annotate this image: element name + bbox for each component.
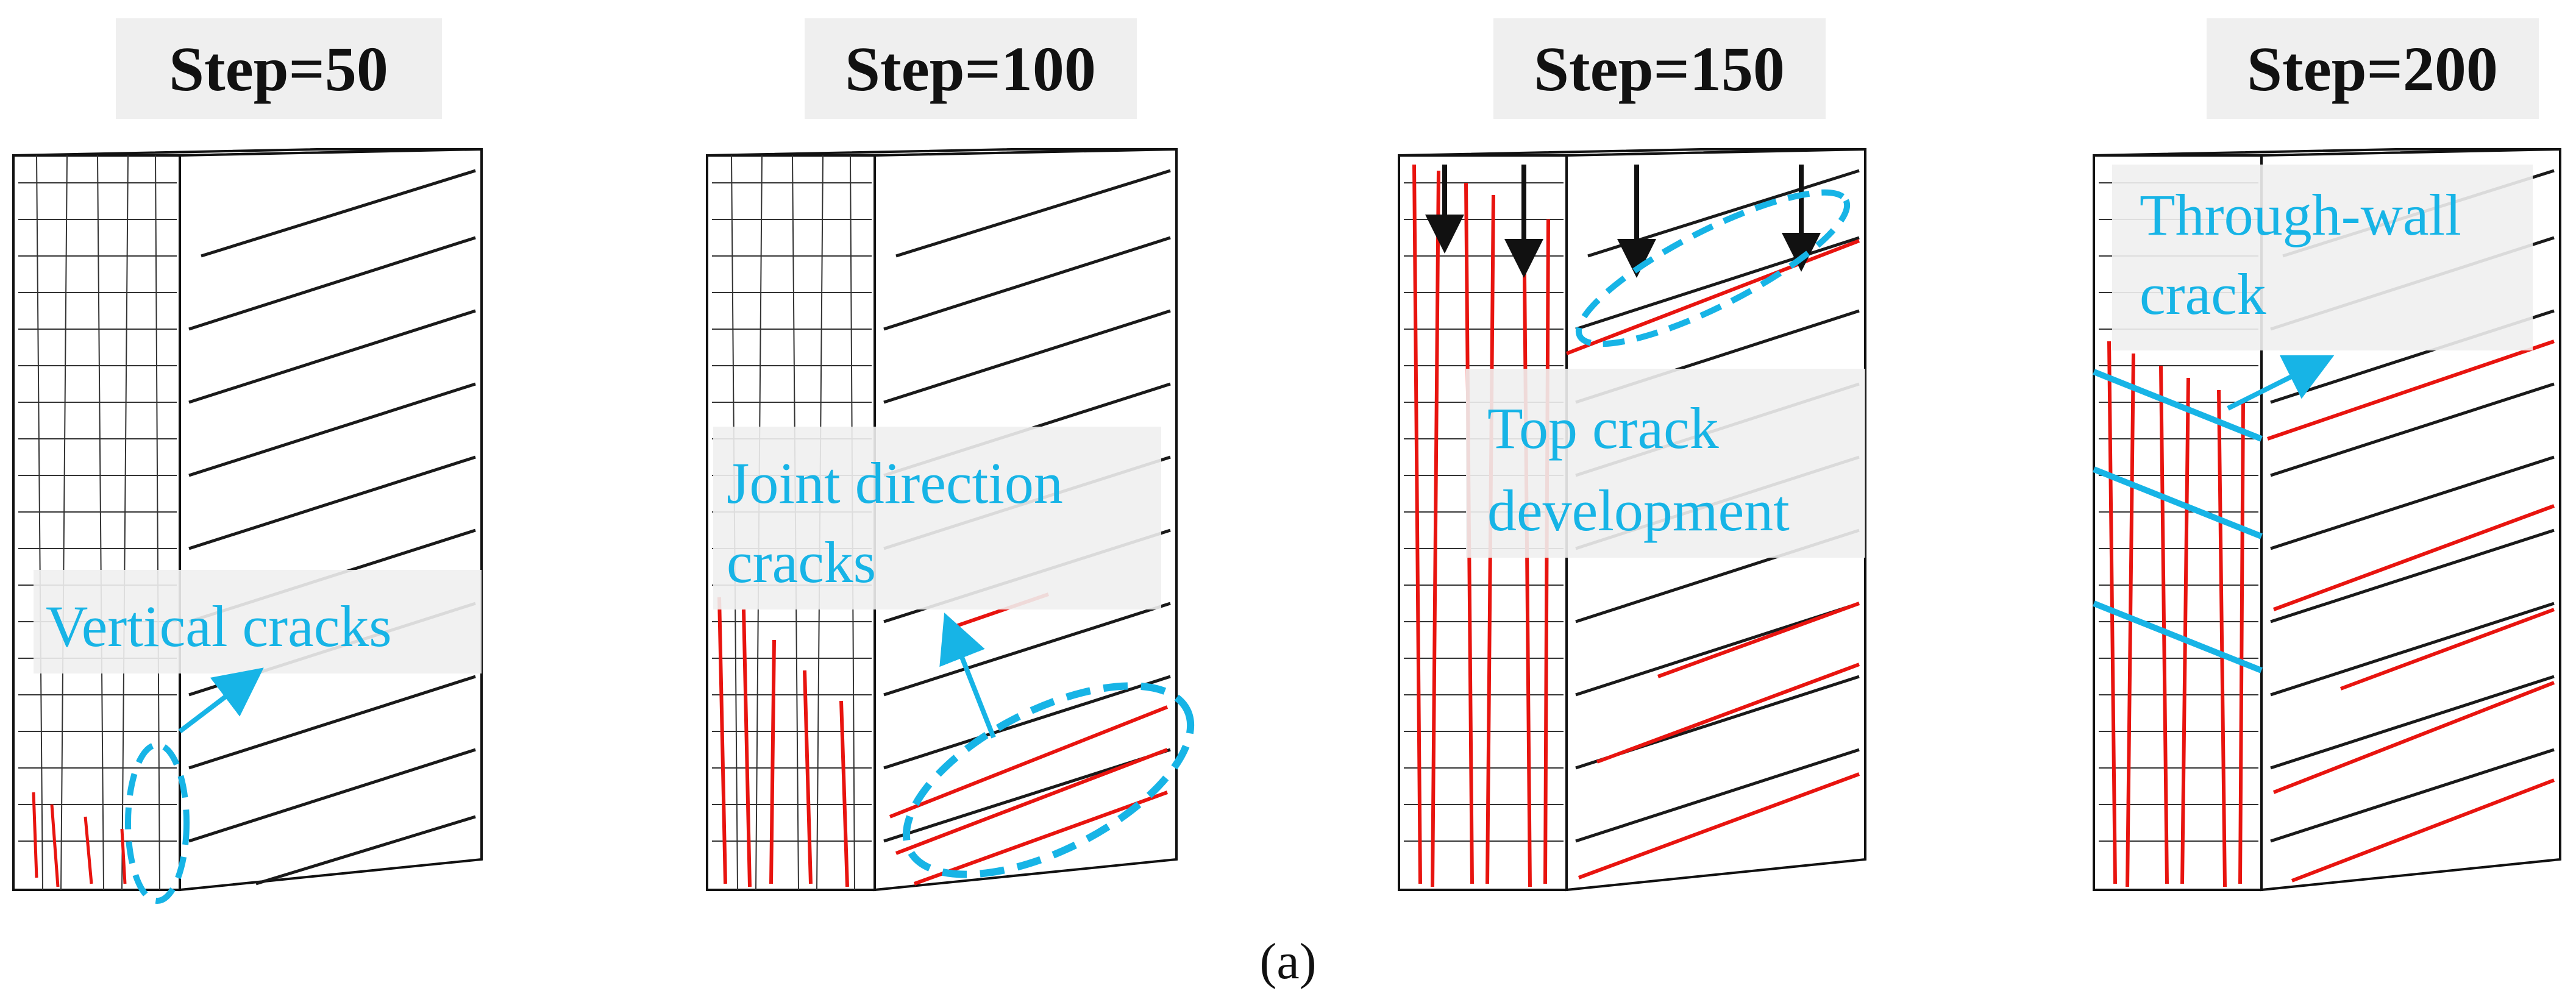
crack-highlight-ellipse bbox=[125, 742, 190, 904]
panel-step-50: Step=50 Vertical cracks bbox=[12, 18, 483, 904]
panel-step-150: Step=150 Top crack de bbox=[1398, 18, 1866, 892]
callout-label-line-1: Top crack bbox=[1487, 396, 1719, 461]
panel-title-bg bbox=[2207, 18, 2539, 119]
callout-label-line-1: Through-wall bbox=[2140, 182, 2461, 247]
panel-step-200: Step=200 Through-wall crack bbox=[2093, 18, 2561, 892]
through-wall-marker-lines bbox=[2093, 369, 2263, 673]
panel-title: Step=100 bbox=[845, 34, 1096, 104]
block-left-face bbox=[12, 154, 181, 891]
callout-label-line-1: Joint direction bbox=[727, 450, 1063, 516]
callout-label-bg bbox=[713, 427, 1161, 609]
callout-arrow bbox=[178, 667, 264, 734]
callout-label-line-2: development bbox=[1487, 478, 1790, 543]
callout-arrow bbox=[939, 613, 996, 739]
callout-label-line-2: crack bbox=[2140, 261, 2266, 327]
red-cracks bbox=[717, 592, 1169, 887]
figure-caption: (a) bbox=[1259, 933, 1316, 990]
callout-label-line-2: cracks bbox=[727, 530, 876, 595]
masonry-block bbox=[12, 147, 483, 892]
callout-label: Vertical cracks bbox=[46, 594, 392, 659]
load-arrows bbox=[1425, 165, 1821, 278]
joint-pattern-left-face bbox=[18, 155, 177, 890]
callout-label-bg bbox=[1466, 369, 1865, 558]
crack-highlight-ellipse bbox=[902, 682, 1195, 878]
panel-title: Step=50 bbox=[169, 34, 388, 104]
crack-highlight-ellipse bbox=[1575, 189, 1851, 347]
panel-title: Step=150 bbox=[1534, 34, 1785, 104]
panel-title-bg bbox=[805, 18, 1137, 119]
panel-title: Step=200 bbox=[2247, 34, 2498, 104]
block-right-face bbox=[179, 147, 483, 892]
red-cracks bbox=[32, 792, 127, 887]
panel-title-bg bbox=[116, 18, 442, 119]
callout-arrow bbox=[2227, 355, 2335, 411]
panel-step-100: Step=100 Joint direction cracks bbox=[706, 18, 1195, 892]
panel-title-bg bbox=[1493, 18, 1826, 119]
callout-label-bg bbox=[2112, 165, 2533, 350]
callout-label-bg bbox=[34, 570, 482, 673]
